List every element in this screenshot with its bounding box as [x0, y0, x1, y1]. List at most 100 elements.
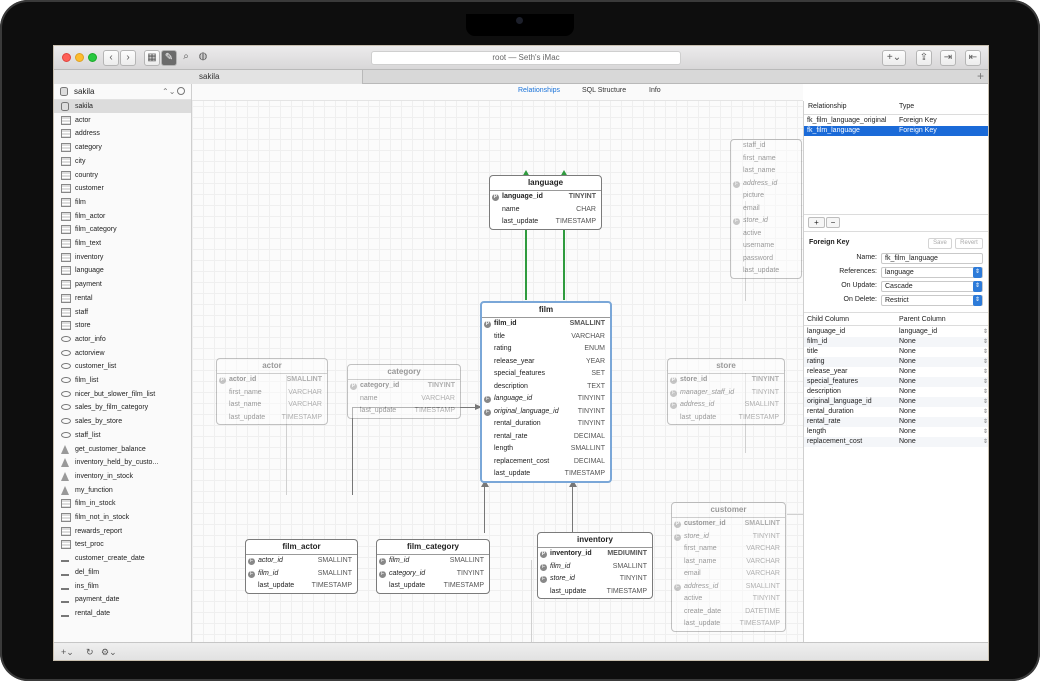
entity-field[interactable]: Pfilm_idSMALLINT: [482, 318, 610, 331]
entity-field[interactable]: release_yearYEAR: [482, 356, 610, 369]
sidebar-item[interactable]: film_not_in_stock: [54, 511, 192, 524]
zoom-window-button[interactable]: [88, 53, 97, 62]
add-menu-button[interactable]: +⌄: [882, 50, 906, 66]
sidebar-item[interactable]: sales_by_film_category: [54, 401, 192, 414]
sidebar-item[interactable]: staff: [54, 306, 192, 319]
parent-column[interactable]: None: [899, 377, 916, 387]
sidebar-item[interactable]: my_function: [54, 484, 192, 497]
column-mapping-row[interactable]: release_yearNone⇕: [804, 367, 989, 377]
entity-field[interactable]: email: [731, 203, 801, 216]
entity-field[interactable]: Foriginal_language_idTINYINT: [482, 406, 610, 419]
entity-field[interactable]: Fcategory_idTINYINT: [377, 568, 489, 581]
entity-film[interactable]: filmPfilm_idSMALLINTtitleVARCHARratingEN…: [480, 301, 612, 483]
entity-field[interactable]: Fstore_idTINYINT: [538, 573, 652, 586]
entity-field[interactable]: picture: [731, 190, 801, 203]
back-button[interactable]: ‹: [103, 50, 119, 66]
entity-field[interactable]: Faddress_idSMALLINT: [672, 581, 785, 594]
entity-field[interactable]: last_name: [731, 165, 801, 178]
import-button[interactable]: ⇥: [940, 50, 956, 66]
sidebar-item[interactable]: rewards_report: [54, 525, 192, 538]
close-window-button[interactable]: [62, 53, 71, 62]
structure-view-button[interactable]: ✎: [161, 50, 177, 66]
save-button[interactable]: Save: [928, 238, 952, 249]
entity-field[interactable]: activeTINYINT: [672, 593, 785, 606]
col-child-column[interactable]: Child Column: [807, 316, 849, 323]
sidebar-item[interactable]: customer_create_date: [54, 552, 192, 565]
sidebar-item[interactable]: customer_list: [54, 360, 192, 373]
entity-field[interactable]: staff_id: [731, 140, 801, 153]
entity-field[interactable]: last_nameVARCHAR: [672, 556, 785, 569]
entity-field[interactable]: Ffilm_idSMALLINT: [538, 561, 652, 574]
parent-column[interactable]: None: [899, 367, 916, 377]
tab-relationships[interactable]: Relationships: [518, 87, 560, 94]
sidebar-item[interactable]: actor_info: [54, 333, 192, 346]
disconnect-button[interactable]: ⇤: [965, 50, 981, 66]
entity-field[interactable]: titleVARCHAR: [482, 331, 610, 344]
entity-field[interactable]: Fstore_idTINYINT: [672, 531, 785, 544]
entity-field[interactable]: rental_rateDECIMAL: [482, 431, 610, 444]
parent-column[interactable]: None: [899, 407, 916, 417]
sidebar-item[interactable]: language: [54, 264, 192, 277]
database-selector[interactable]: sakila ⌃⌄: [54, 84, 192, 100]
entity-field[interactable]: last_updateTIMESTAMP: [246, 580, 357, 593]
entity-field[interactable]: password: [731, 253, 801, 266]
parent-column[interactable]: None: [899, 417, 916, 427]
entity-field[interactable]: Ffilm_idSMALLINT: [377, 555, 489, 568]
entity-customer[interactable]: customerPcustomer_idSMALLINTFstore_idTIN…: [671, 502, 786, 632]
sidebar-item[interactable]: sales_by_store: [54, 415, 192, 428]
relationships-canvas[interactable]: Relationships SQL Structure Info languag…: [192, 84, 803, 642]
entity-staff[interactable]: staff_idfirst_namelast_nameFaddress_idpi…: [730, 139, 802, 279]
on-delete-select[interactable]: Restrict⇕: [881, 295, 983, 306]
entity-film-actor[interactable]: film_actorFactor_idSMALLINTFfilm_idSMALL…: [245, 539, 358, 594]
column-mapping-row[interactable]: film_idNone⇕: [804, 337, 989, 347]
sidebar-item[interactable]: city: [54, 155, 192, 168]
parent-column[interactable]: None: [899, 387, 916, 397]
sidebar-item[interactable]: film_in_stock: [54, 497, 192, 510]
entity-field[interactable]: Pactor_idSMALLINT: [217, 374, 327, 387]
export-button[interactable]: ⇪: [916, 50, 932, 66]
column-mapping-row[interactable]: replacement_costNone⇕: [804, 437, 989, 447]
parent-column[interactable]: language_id: [899, 327, 937, 337]
parent-column[interactable]: None: [899, 397, 916, 407]
relationship-row[interactable]: fk_film_language_originalForeign Key: [804, 116, 989, 126]
entity-language[interactable]: languagePlanguage_idTINYINTnameCHARlast_…: [489, 175, 602, 230]
column-mapping-row[interactable]: descriptionNone⇕: [804, 387, 989, 397]
sidebar-item[interactable]: ins_film: [54, 580, 192, 593]
column-mapping-row[interactable]: rental_durationNone⇕: [804, 407, 989, 417]
entity-field[interactable]: ratingENUM: [482, 343, 610, 356]
parent-column[interactable]: None: [899, 427, 916, 437]
entity-field[interactable]: special_featuresSET: [482, 368, 610, 381]
entity-field[interactable]: Pcustomer_idSMALLINT: [672, 518, 785, 531]
parent-column[interactable]: None: [899, 357, 916, 367]
tab-info[interactable]: Info: [649, 87, 661, 94]
entity-field[interactable]: Faddress_id: [731, 178, 801, 191]
entity-film-category[interactable]: film_categoryFfilm_idSMALLINTFcategory_i…: [376, 539, 490, 594]
relationship-row[interactable]: fk_film_languageForeign Key: [804, 126, 989, 136]
search-button[interactable]: ⌕: [178, 50, 194, 66]
entity-field[interactable]: last_updateTIMESTAMP: [538, 586, 652, 599]
sidebar-item[interactable]: film_category: [54, 223, 192, 236]
column-mapping-row[interactable]: language_idlanguage_id⇕: [804, 327, 989, 337]
sidebar-item[interactable]: test_proc: [54, 538, 192, 551]
parent-column[interactable]: None: [899, 437, 916, 447]
entity-field[interactable]: Flanguage_idTINYINT: [482, 393, 610, 406]
entity-field[interactable]: Fstore_id: [731, 215, 801, 228]
entity-field[interactable]: descriptionTEXT: [482, 381, 610, 394]
sidebar-item[interactable]: film_actor: [54, 210, 192, 223]
entity-field[interactable]: active: [731, 228, 801, 241]
entity-field[interactable]: rental_durationTINYINT: [482, 418, 610, 431]
sidebar-item[interactable]: sakila: [54, 100, 192, 113]
minimize-window-button[interactable]: [75, 53, 84, 62]
entity-inventory[interactable]: inventoryPinventory_idMEDIUMINTFfilm_idS…: [537, 532, 653, 599]
entity-field[interactable]: Ffilm_idSMALLINT: [246, 568, 357, 581]
sidebar-item[interactable]: actor: [54, 114, 192, 127]
entity-field[interactable]: nameCHAR: [490, 204, 601, 217]
sidebar-item[interactable]: inventory_in_stock: [54, 470, 192, 483]
entity-field[interactable]: last_updateTIMESTAMP: [490, 216, 601, 229]
table-view-button[interactable]: ▦: [144, 50, 160, 66]
sidebar-item[interactable]: address: [54, 127, 192, 140]
globe-button[interactable]: ◍: [195, 50, 211, 66]
entity-field[interactable]: last_update: [731, 265, 801, 278]
sidebar-item[interactable]: nicer_but_slower_film_list: [54, 388, 192, 401]
sidebar-item[interactable]: category: [54, 141, 192, 154]
